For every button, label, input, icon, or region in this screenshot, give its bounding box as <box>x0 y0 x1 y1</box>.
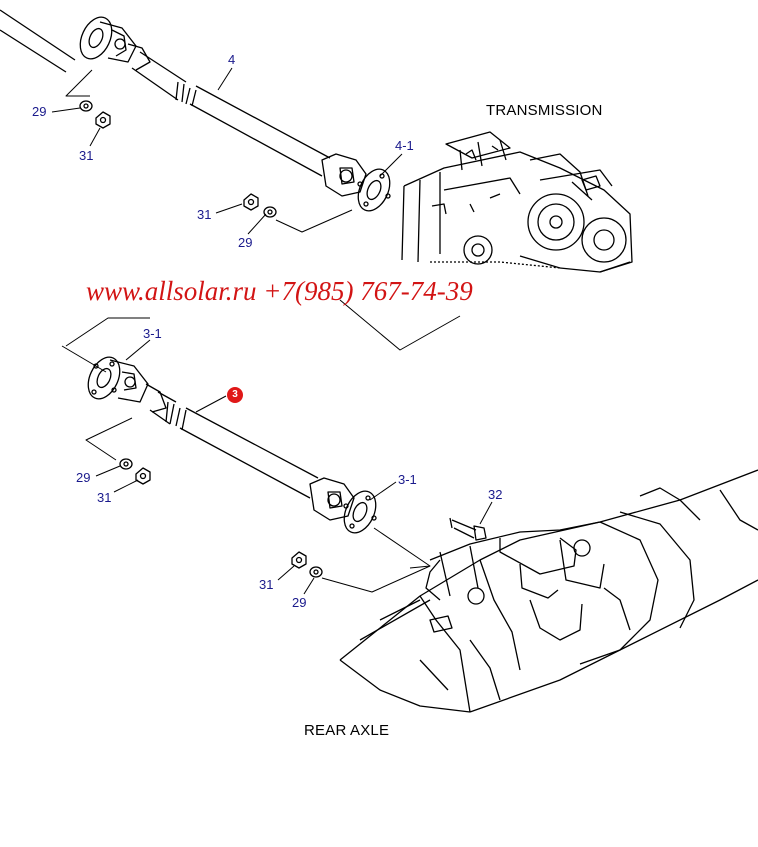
lower-driveshaft <box>87 356 377 534</box>
transmission-title: TRANSMISSION <box>486 102 603 119</box>
upper-hardware <box>65 69 353 233</box>
callout-washer-lower-mid[interactable]: 29 <box>292 595 307 610</box>
section-leader-lines <box>61 299 461 373</box>
callout-yoke-upper[interactable]: 4-1 <box>395 138 414 153</box>
watermark-text: www.allsolar.ru +7(985) 767-74-39 <box>86 276 473 306</box>
callout-shaft-upper[interactable]: 4 <box>228 52 236 67</box>
rear-axle-title: REAR AXLE <box>304 722 390 739</box>
callout-nut-upper-mid[interactable]: 31 <box>197 207 212 222</box>
transmission-drawing <box>401 131 633 273</box>
callout-washer-upper-mid[interactable]: 29 <box>238 235 253 250</box>
callout-washer-lower-left[interactable]: 29 <box>76 470 91 485</box>
lower-hardware <box>85 417 487 593</box>
callout-nut-lower-mid[interactable]: 31 <box>259 577 274 592</box>
callout-yoke-lower-left[interactable]: 3-1 <box>143 326 162 341</box>
callout-shaft-lower-badge[interactable]: 3 <box>227 387 243 403</box>
callout-yoke-lower-right[interactable]: 3-1 <box>398 472 417 487</box>
callout-nut-lower-left[interactable]: 31 <box>97 490 112 505</box>
rear-axle-drawing <box>339 469 758 713</box>
callout-nut-upper-left[interactable]: 31 <box>79 148 94 163</box>
upper-driveshaft <box>0 9 391 212</box>
callout-bolt[interactable]: 32 <box>488 487 503 502</box>
callout-washer-upper-left[interactable]: 29 <box>32 104 47 119</box>
